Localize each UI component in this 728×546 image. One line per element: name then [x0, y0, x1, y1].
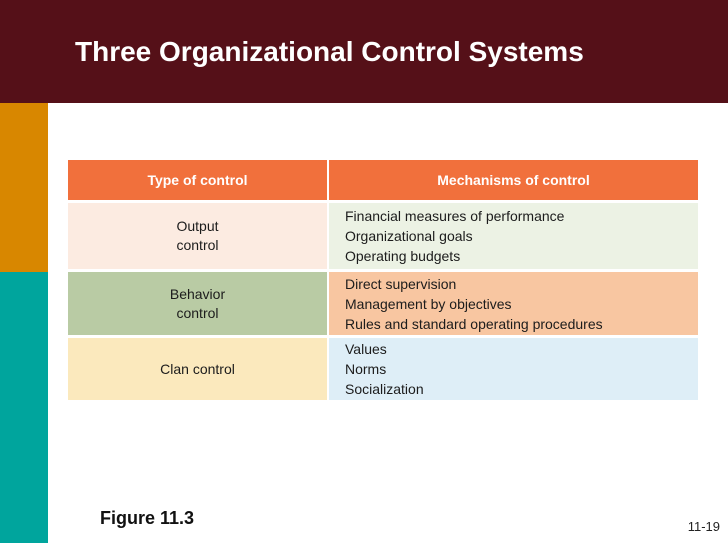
column-divider: [327, 272, 329, 335]
type-line: Clan control: [160, 360, 235, 377]
mechanism-line: Norms: [345, 361, 387, 377]
type-line: Output: [176, 218, 219, 234]
mechanism-line: Financial measures of performance: [345, 208, 565, 224]
page-number: 11-19: [687, 519, 720, 534]
mechanism-line: Organizational goals: [345, 228, 473, 244]
type-cell: Behavior control: [68, 272, 327, 335]
table-row-output-control: Output control Financial measures of per…: [68, 203, 698, 269]
control-systems-table: Type of control Mechanisms of control Ou…: [68, 160, 698, 400]
type-cell: Clan control: [68, 338, 327, 400]
mechanism-line: Rules and standard operating procedures: [345, 315, 603, 332]
column-divider: [327, 338, 329, 400]
orange-accent-bar: [0, 103, 48, 272]
type-line: Behavior: [169, 285, 226, 302]
mechanisms-cell: Direct supervision Management by objecti…: [329, 272, 698, 335]
mechanism-line: Values: [345, 341, 387, 357]
type-cell: Output control: [68, 203, 327, 269]
table-row-behavior-control: Behavior control Direct supervision Mana…: [68, 272, 698, 335]
column-divider: [327, 160, 329, 200]
column-divider: [327, 203, 329, 269]
mechanism-line: Direct supervision: [345, 275, 457, 292]
teal-accent-bar: [0, 272, 48, 543]
title-banner: Three Organizational Control Systems: [0, 0, 728, 103]
mechanisms-cell: Values Norms Socialization: [329, 338, 698, 400]
mechanisms-cell: Financial measures of performance Organi…: [329, 203, 698, 269]
mechanism-line: Socialization: [345, 381, 424, 397]
table-row-clan-control: Clan control Values Norms Socialization: [68, 338, 698, 400]
slide-title: Three Organizational Control Systems: [75, 35, 584, 67]
column-header-type-of-control: Type of control: [68, 160, 327, 200]
mechanism-line: Operating budgets: [345, 248, 461, 264]
figure-caption: Figure 11.3: [100, 508, 195, 528]
type-line: control: [176, 304, 219, 321]
mechanism-line: Management by objectives: [345, 295, 512, 312]
type-line: control: [176, 237, 219, 253]
column-header-mechanisms-of-control: Mechanisms of control: [329, 160, 698, 200]
table-header-row: Type of control Mechanisms of control: [68, 160, 698, 200]
